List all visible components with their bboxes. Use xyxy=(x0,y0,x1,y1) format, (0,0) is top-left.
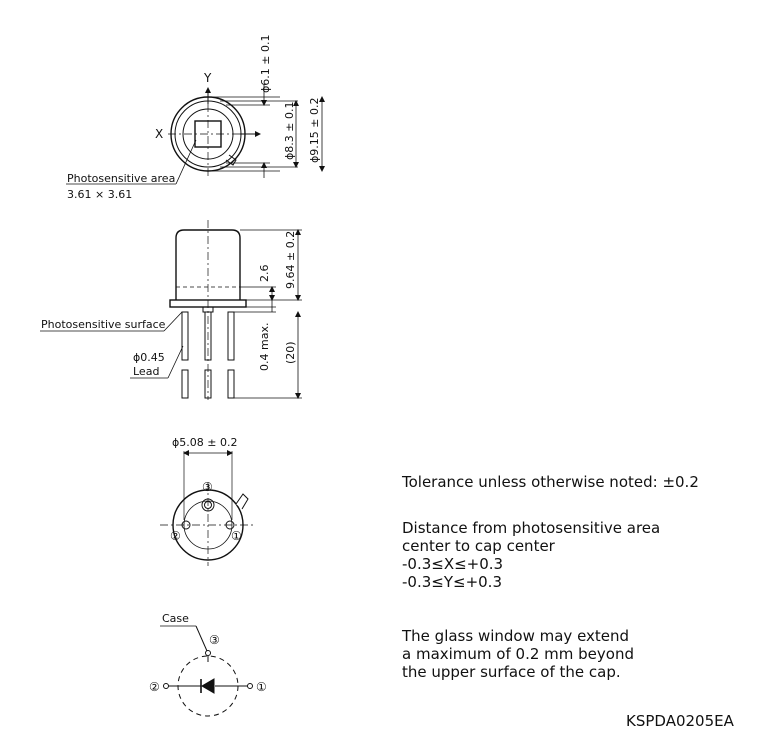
dim-depth: 2.6 xyxy=(258,265,271,283)
top-view xyxy=(66,85,325,185)
distance-note: Distance from photosensitive area center… xyxy=(402,519,660,591)
distance-line-1: Distance from photosensitive area xyxy=(402,519,661,537)
cap-tab xyxy=(225,154,237,166)
schematic-pin1-label: ① xyxy=(256,680,267,694)
tolerance-text: Tolerance unless otherwise noted: ±0.2 xyxy=(402,473,699,491)
glass-line-3: the upper surface of the cap. xyxy=(402,663,621,681)
schematic xyxy=(160,625,253,717)
bottom-pin2-label: ② xyxy=(170,529,181,543)
drawing-code: KSPDA0205EA xyxy=(626,712,734,730)
pin-hole-2 xyxy=(181,520,191,530)
lead-right xyxy=(227,311,235,361)
dim-height: 9.64 ± 0.2 xyxy=(284,231,297,289)
bottom-pin3-label: ③ xyxy=(202,480,213,494)
lead-left xyxy=(181,311,189,361)
dim-lead-gap: 0.4 max. xyxy=(258,323,271,371)
dim-lead-length: (20) xyxy=(284,341,297,364)
lead-diameter-label: ϕ0.45 xyxy=(133,351,165,364)
photosensitive-surface-label: Photosensitive surface xyxy=(41,318,166,331)
distance-y: -0.3≤Y≤+0.3 xyxy=(402,573,502,591)
cap-body xyxy=(175,229,241,300)
axis-y-label: Y xyxy=(203,71,212,85)
dim-pin-pitch: ϕ5.08 ± 0.2 xyxy=(172,436,237,449)
side-view xyxy=(40,220,302,400)
schematic-pin2-label: ② xyxy=(149,680,160,694)
photosensitive-area-size: 3.61 × 3.61 xyxy=(67,188,132,201)
bottom-pin1-label: ① xyxy=(231,529,242,543)
dim-window-diameter: ϕ6.1 ± 0.1 xyxy=(259,35,272,93)
lead-label: Lead xyxy=(133,365,159,378)
distance-x: -0.3≤X≤+0.3 xyxy=(402,555,504,573)
pin-hole-3 xyxy=(201,498,215,512)
glass-line-1: The glass window may extend xyxy=(402,627,630,645)
case-label: Case xyxy=(162,612,189,625)
bottom-view xyxy=(160,450,256,566)
axis-x-label: X xyxy=(155,127,163,141)
glass-line-2: a maximum of 0.2 mm beyond xyxy=(402,645,634,663)
tolerance-note: Tolerance unless otherwise noted: ±0.2 xyxy=(402,473,699,491)
dim-cap-diameter: ϕ8.3 ± 0.1 xyxy=(283,102,296,160)
photosensitive-area-label: Photosensitive area xyxy=(67,172,175,185)
glass-note: The glass window may extend a maximum of… xyxy=(402,627,634,681)
dim-flange-diameter: ϕ9.15 ± 0.2 xyxy=(308,98,321,163)
schematic-pin3-label: ③ xyxy=(209,633,220,647)
distance-line-2: center to cap center xyxy=(402,537,555,555)
diode-symbol xyxy=(201,678,215,694)
base-tab xyxy=(235,493,249,510)
pin-hole-1 xyxy=(225,520,235,530)
